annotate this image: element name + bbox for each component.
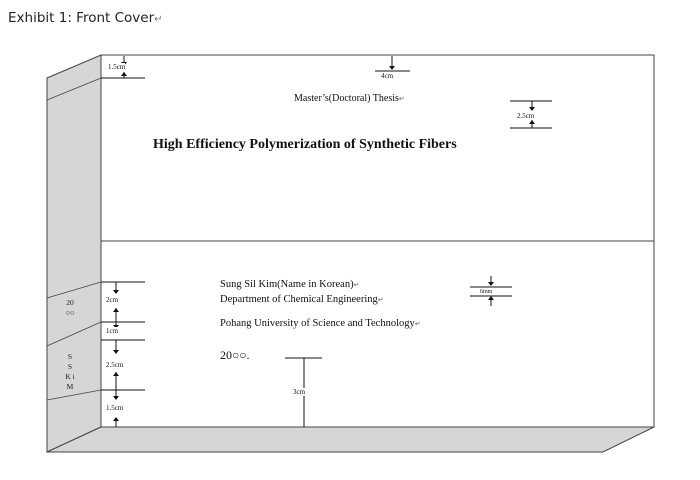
arrowhead [113,417,119,421]
para-mark: ↵ [154,14,163,25]
author-line: Sung Sil Kim(Name in Korean)↵ [220,279,360,290]
spine-face [46,54,102,453]
arrowhead [488,296,494,300]
arrowhead [113,372,119,376]
exhibit-title: Exhibit 1: Front Cover [8,10,155,26]
spine-line [46,321,102,347]
thesis-title: High Efficiency Polymerization of Synthe… [153,137,457,152]
arrowhead [113,350,119,354]
dim-title-gap: 2.5cm [517,112,535,120]
university-line: Pohang University of Science and Technol… [220,318,421,329]
arrowhead [529,120,535,124]
dim-line-gap: 6mm [480,289,493,295]
spine-year: 20○○ [65,298,75,317]
spine-line [46,389,102,401]
spine-line [46,281,102,299]
degree-line: Master’s(Doctoral) Thesis↵ [294,93,405,104]
dim-left-b: 1cm [106,327,119,335]
arrowhead [529,107,535,111]
bottom-face [46,426,655,453]
dim-left-c: 2.5cm [106,361,124,369]
dim-left-d: 1.5cm [106,404,124,412]
spine-name: S S K i M [65,352,75,391]
arrowhead [488,282,494,286]
arrowhead [389,66,395,70]
arrowhead [113,290,119,294]
spine-line [46,77,102,101]
dim-top-margin: 1.5cm [108,63,126,71]
department-line: Department of Chemical Engineering↵ [220,294,384,305]
arrowhead [113,396,119,400]
exhibit-caption: Exhibit 1: Front Cover↵ [8,10,163,26]
dim-bottom: 3cm [293,388,306,396]
arrowhead [113,308,119,312]
dim-left-a: 2cm [106,296,119,304]
arrowhead [121,72,127,76]
year-line: 20○○. [220,348,250,362]
dim-title-top: 4cm [381,72,394,80]
